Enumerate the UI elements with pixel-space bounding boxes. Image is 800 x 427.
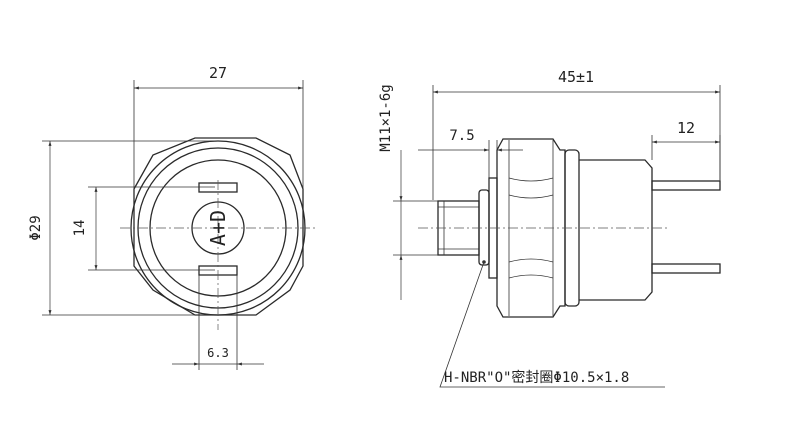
front-view: A+D 27 Φ29 14 6.3: [28, 64, 318, 370]
seal-leader-dot: [482, 260, 486, 264]
dim-pin-spacing: 6.3: [207, 346, 229, 360]
dim-outer-dia: Φ29: [28, 215, 44, 240]
hex-flat-curve-1: [508, 177, 554, 182]
hex-flat-curve-2: [508, 194, 554, 199]
side-view: 45±1 M11×1-6g 7.5 12 H-NBR"O"密封圈Φ10.5×1.…: [378, 68, 721, 388]
dim-total-length: 45±1: [558, 68, 594, 86]
terminal-label: A+D: [206, 210, 230, 246]
thread-spec: M11×1-6g: [378, 84, 394, 151]
housing: [579, 159, 653, 301]
hex-outline: [133, 137, 304, 316]
hex-flat-curve-4: [508, 274, 554, 279]
dim-pin-length: 12: [677, 119, 695, 137]
pin-bottom: [651, 263, 721, 274]
hex-flat-curve-3: [508, 258, 554, 263]
seal-note: H-NBR"O"密封圈Φ10.5×1.8: [444, 369, 629, 386]
dim-inner: 14: [72, 220, 88, 237]
seal-leader-line: [439, 261, 665, 388]
dim-thread-length: 7.5: [449, 128, 474, 144]
o-ring: [478, 189, 490, 266]
pin-top: [651, 180, 721, 191]
hex-body: [496, 138, 566, 318]
dim-width: 27: [209, 64, 227, 82]
